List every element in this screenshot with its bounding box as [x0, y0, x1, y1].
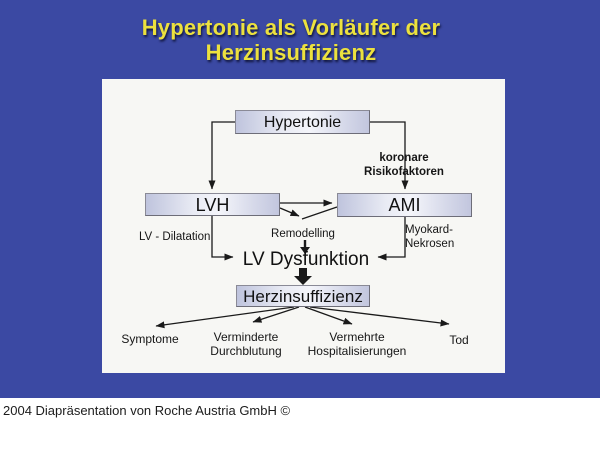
label-myokard-nekrosen: Myokard- Nekrosen	[405, 223, 454, 251]
outcome-verminderte-durchblutung: Verminderte Durchblutung	[210, 330, 281, 358]
label-koronare-risikofaktoren: koronare Risikofaktoren	[364, 151, 444, 179]
outcome-verminderte-line2: Durchblutung	[210, 344, 282, 358]
arrow-to-tod	[309, 306, 450, 327]
label-myokard-line2: Nekrosen	[405, 238, 455, 250]
node-herzinsuffizienz: Herzinsuffizienz	[236, 285, 370, 307]
arrow-hypertonie-to-lvh	[208, 121, 235, 190]
footer-bar: 2004 Diapräsentation von Roche Austria G…	[0, 398, 600, 461]
label-koronare-line1: koronare	[379, 152, 429, 164]
outcome-tod: Tod	[449, 333, 468, 347]
outcome-vermehrte-line2: Hospitalisierungen	[307, 344, 407, 358]
outcome-symptome: Symptome	[121, 332, 178, 346]
label-lv-dilatation: LV - Dilatation	[139, 231, 211, 243]
diagram-panel: Hypertonie LVH AMI Herzinsuffizienz koro…	[102, 79, 505, 373]
arrow-lvh-to-remodelling	[279, 207, 300, 217]
line-ami-to-remodelling	[301, 206, 338, 220]
footer-text: 2004 Diapräsentation von Roche Austria G…	[3, 403, 291, 418]
slide-title-line1: Hypertonie als Vorläufer der	[141, 15, 441, 40]
arrow-to-vermehrte-hospitalisierungen	[304, 306, 353, 325]
node-ami: AMI	[337, 193, 472, 217]
node-lv-dysfunktion: LV Dysfunktion	[242, 249, 370, 270]
outcome-verminderte-line1: Verminderte	[213, 330, 279, 344]
label-koronare-line2: Risikofaktoren	[364, 166, 444, 178]
node-hypertonie: Hypertonie	[235, 110, 370, 134]
outcome-symptome-line1: Symptome	[121, 332, 179, 346]
slide-title: Hypertonie als Vorläufer der Herzinsuffi…	[0, 15, 582, 65]
label-remodelling: Remodelling	[271, 228, 335, 240]
outcome-vermehrte-line1: Vermehrte	[329, 330, 385, 344]
arrow-to-symptome	[155, 306, 295, 329]
node-lvh: LVH	[145, 193, 280, 216]
label-myokard-line1: Myokard-	[405, 224, 453, 236]
outcome-vermehrte-hospitalisierungen: Vermehrte Hospitalisierungen	[308, 330, 407, 358]
arrow-ami-to-lv-dysfunktion	[377, 217, 406, 261]
slide-title-line2: Herzinsuffizienz	[205, 40, 377, 65]
slide-background: Hypertonie als Vorläufer der Herzinsuffi…	[0, 0, 600, 398]
outcome-tod-line1: Tod	[449, 333, 469, 347]
arrow-to-verminderte-durchblutung	[252, 306, 300, 323]
arrow-lvh-to-lv-dysfunktion	[211, 216, 234, 261]
